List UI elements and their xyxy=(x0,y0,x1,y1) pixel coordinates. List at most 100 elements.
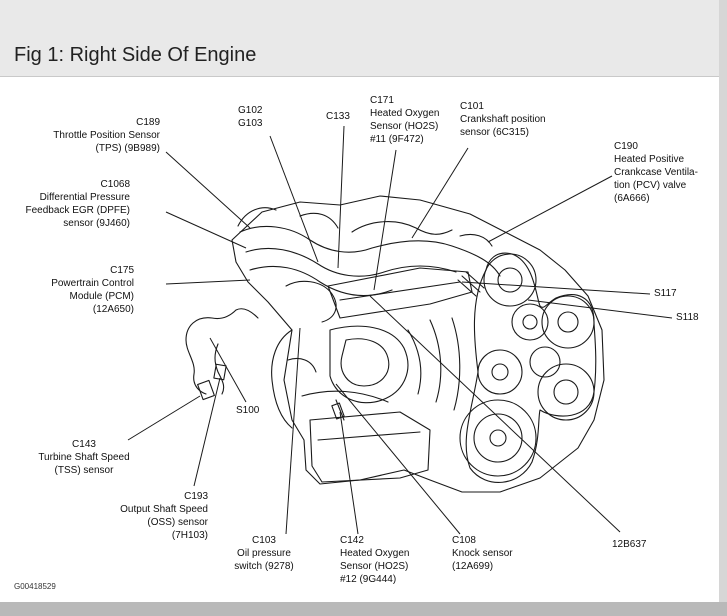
callout-c189: C189 Throttle Position Sensor (TPS) (9B9… xyxy=(40,116,160,155)
leader-12b637 xyxy=(369,295,621,533)
callout-text: Powertrain Control xyxy=(51,278,134,289)
callout-text: (7H103) xyxy=(171,530,208,541)
callout-text: Crankcase Ventila- xyxy=(614,167,698,178)
callout-text: #11 (9F472) xyxy=(370,134,424,145)
callout-text: Heated Oxygen xyxy=(370,108,440,119)
callout-c175: C175 Powertrain Control Module (PCM) (12… xyxy=(30,264,134,316)
engine-diagram xyxy=(127,125,673,535)
callout-s118: S118 xyxy=(676,311,716,324)
leader-g102 xyxy=(269,135,319,263)
callout-c193: C193 Output Shaft Speed (OSS) sensor (7H… xyxy=(96,490,208,542)
leader-c101 xyxy=(411,147,469,239)
leader-c142 xyxy=(339,411,359,535)
leader-c1068 xyxy=(165,211,247,249)
callout-text: Feedback EGR (DPFE) xyxy=(25,205,130,216)
wiring-harness xyxy=(185,317,213,395)
callout-c1068: C1068 Differential Pressure Feedback EGR… xyxy=(20,178,130,230)
callout-text: Heated Positive xyxy=(614,154,685,165)
leader-s117 xyxy=(461,281,651,295)
callout-text: (12A699) xyxy=(452,561,494,572)
callout-code: C142 xyxy=(340,535,364,546)
callout-text: tion (PCV) valve xyxy=(614,180,687,191)
water-pump-pulley xyxy=(477,349,523,395)
callout-text: (TPS) (9B989) xyxy=(95,143,160,154)
callout-c108: C108 Knock sensor (12A699) xyxy=(452,534,542,573)
callout-code: G102 xyxy=(238,105,263,116)
crankshaft-pulley xyxy=(459,399,537,477)
right-edge xyxy=(719,0,727,602)
callout-text: sensor (6C315) xyxy=(460,127,529,138)
title-bar: Fig 1: Right Side Of Engine xyxy=(0,0,719,77)
callout-text: Sensor (HO2S) xyxy=(370,121,439,132)
callout-c101: C101 Crankshaft position sensor (6C315) xyxy=(460,100,560,139)
callout-text: (TSS) sensor xyxy=(54,465,114,476)
callout-text: (12A650) xyxy=(92,304,134,315)
callout-text: Sensor (HO2S) xyxy=(340,561,409,572)
callout-text: switch (9278) xyxy=(234,561,294,572)
callout-code: C175 xyxy=(110,265,134,276)
callout-text: Heated Oxygen xyxy=(340,548,410,559)
callout-code: C171 xyxy=(370,95,394,106)
callout-c171: C171 Heated Oxygen Sensor (HO2S) #11 (9F… xyxy=(370,94,460,146)
intake-manifold xyxy=(239,225,501,277)
callout-code: C108 xyxy=(452,535,476,546)
oil-pan xyxy=(309,411,431,483)
leader-c171 xyxy=(373,149,397,291)
figure-id: G00418529 xyxy=(14,582,56,591)
callout-s100: S100 xyxy=(236,404,276,417)
leader-s118 xyxy=(527,299,673,319)
callout-code: C190 xyxy=(614,141,638,152)
callout-text: Crankshaft position xyxy=(460,114,546,125)
callout-c133: C133 xyxy=(326,110,366,123)
callout-c142: C142 Heated Oxygen Sensor (HO2S) #12 (9G… xyxy=(340,534,430,586)
bottom-edge xyxy=(0,602,727,616)
figure-frame xyxy=(719,0,720,602)
callout-c143: C143 Turbine Shaft Speed (TSS) sensor xyxy=(32,438,136,477)
leader-c108 xyxy=(335,383,461,535)
callout-code: C193 xyxy=(184,491,208,502)
callout-code: C143 xyxy=(72,439,96,450)
callout-code: C133 xyxy=(326,111,350,122)
callout-code: 12B637 xyxy=(612,539,647,550)
leader-c190 xyxy=(487,175,613,243)
callout-code: S100 xyxy=(236,405,260,416)
callout-g102: G102 G103 xyxy=(238,104,278,130)
callout-text: #12 (9G444) xyxy=(340,574,397,585)
callout-text: sensor (9J460) xyxy=(63,218,130,229)
callout-text: Knock sensor xyxy=(452,548,513,559)
callout-text: Throttle Position Sensor xyxy=(53,130,160,141)
figure-title: Fig 1: Right Side Of Engine xyxy=(14,44,257,66)
leader-c193 xyxy=(193,377,221,487)
callout-c103: C103 Oil pressure switch (9278) xyxy=(226,534,302,573)
leader-s100 xyxy=(209,337,247,403)
callout-text: (OSS) sensor xyxy=(147,517,208,528)
leader-c143 xyxy=(127,395,201,441)
tss-sensor-connector xyxy=(197,379,215,401)
callout-text: Output Shaft Speed xyxy=(120,504,208,515)
engine-block-outline xyxy=(231,195,605,493)
callout-code: S118 xyxy=(676,312,699,323)
callout-code: C1068 xyxy=(100,179,130,190)
leader-c133 xyxy=(337,125,345,269)
callout-code: C101 xyxy=(460,101,484,112)
leader-c103 xyxy=(285,327,301,535)
callout-code: G103 xyxy=(238,118,263,129)
ac-compressor-pulley xyxy=(537,363,595,421)
callout-code: C103 xyxy=(252,535,276,546)
idler-pulley xyxy=(529,346,561,378)
callout-12b637: 12B637 xyxy=(612,538,672,551)
tensioner-pulley xyxy=(511,303,549,341)
callout-text: Module (PCM) xyxy=(69,291,134,302)
oss-sensor-connector xyxy=(213,363,227,381)
leader-c175 xyxy=(165,279,251,285)
callout-text: Differential Pressure xyxy=(39,192,130,203)
callout-code: S117 xyxy=(654,288,677,299)
callout-text: Turbine Shaft Speed xyxy=(38,452,130,463)
leader-c189 xyxy=(165,151,251,229)
transaxle xyxy=(271,329,293,429)
callout-text: Oil pressure xyxy=(237,548,291,559)
alternator xyxy=(483,253,537,307)
callout-text: (6A666) xyxy=(614,193,650,204)
power-steering-pulley xyxy=(541,295,595,349)
callout-s117: S117 xyxy=(654,287,694,300)
